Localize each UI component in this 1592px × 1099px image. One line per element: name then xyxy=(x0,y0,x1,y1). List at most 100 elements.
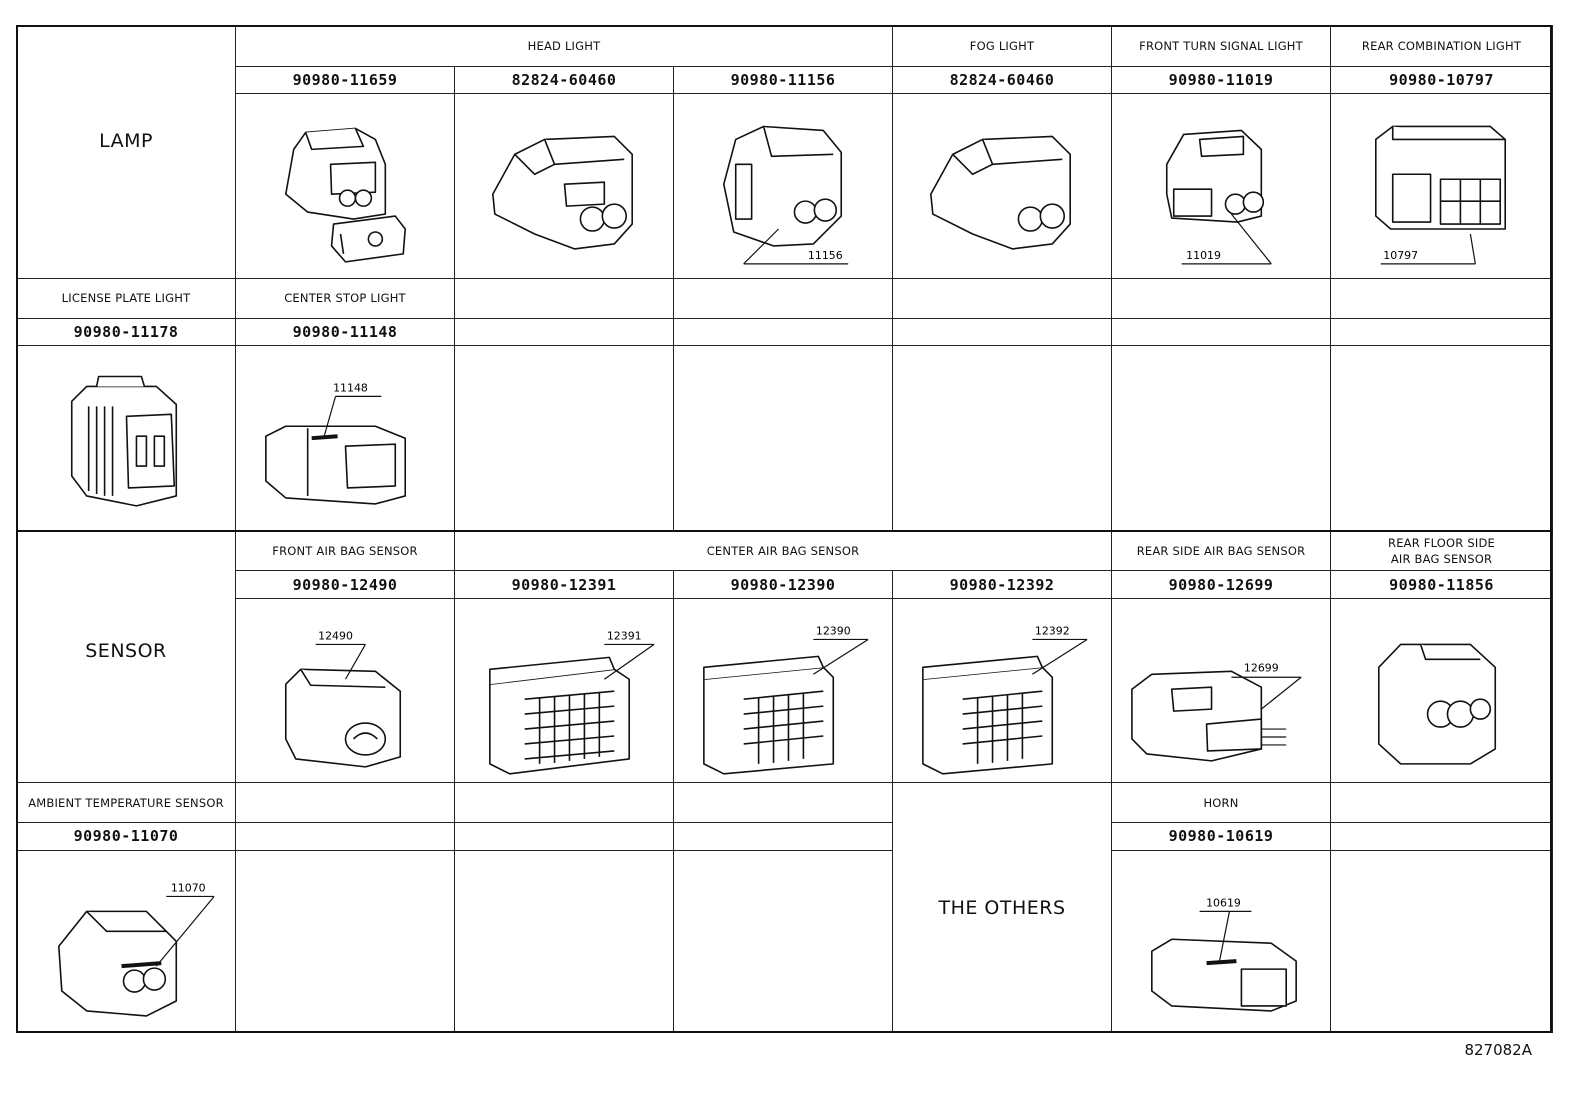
connector-multipin-rear-combo-icon: 10797 xyxy=(1375,126,1507,265)
empty-cell xyxy=(454,782,674,824)
connector-2pin-latch-icon xyxy=(284,128,407,264)
callout-label: 12391 xyxy=(607,629,642,642)
connector-2pin-headlight-alt-icon: 11156 xyxy=(722,126,849,265)
connector-table: LAMP HEAD LIGHT FOG LIGHT FRONT TURN SIG… xyxy=(16,24,1553,1033)
part-number: 82824-60460 xyxy=(454,66,674,95)
empty-cell xyxy=(1111,277,1331,320)
connector-4pin-license-icon xyxy=(70,375,178,507)
connector-drawing: 12490 xyxy=(235,597,455,784)
connector-drawing xyxy=(1330,597,1553,784)
empty-cell xyxy=(1330,318,1553,347)
empty-cell xyxy=(235,782,455,824)
connector-airbag-front-icon: 12490 xyxy=(284,629,402,768)
empty-cell xyxy=(892,277,1112,320)
empty-cell xyxy=(454,822,674,851)
part-number: 90980-11178 xyxy=(16,318,236,347)
part-number: 90980-11019 xyxy=(1111,66,1331,95)
category-sensor: SENSOR xyxy=(16,530,236,784)
part-number: 90980-12392 xyxy=(892,570,1112,599)
connector-rear-side-airbag-icon: 12699 xyxy=(1131,661,1302,762)
empty-cell xyxy=(1330,345,1553,532)
label-front-turn-signal-light: FRONT TURN SIGNAL LIGHT xyxy=(1111,24,1331,68)
category-lamp: LAMP xyxy=(16,25,236,279)
callout-label: 11070 xyxy=(171,881,206,894)
label-center-stop-light: CENTER STOP LIGHT xyxy=(235,277,455,320)
callout-label: 12699 xyxy=(1244,661,1279,674)
connector-drawing xyxy=(454,93,674,279)
empty-cell xyxy=(454,277,674,320)
empty-cell xyxy=(892,345,1112,532)
label-head-light: HEAD LIGHT xyxy=(235,24,893,68)
label-horn: HORN xyxy=(1111,782,1331,824)
callout-label: 11148 xyxy=(333,382,368,395)
label-ambient-temperature-sensor: AMBIENT TEMPERATURE SENSOR xyxy=(16,782,236,824)
part-number: 90980-10619 xyxy=(1111,822,1331,851)
empty-cell xyxy=(1330,277,1553,320)
empty-cell xyxy=(1330,782,1553,824)
empty-cell xyxy=(1330,822,1553,851)
connector-drawing: 11156 xyxy=(673,93,893,279)
empty-cell xyxy=(454,318,674,347)
empty-cell xyxy=(673,345,893,532)
label-rear-combination-light: REAR COMBINATION LIGHT xyxy=(1330,24,1553,68)
empty-cell xyxy=(673,849,893,1033)
connector-drawing: 11019 xyxy=(1111,93,1331,279)
part-number: 90980-11856 xyxy=(1330,570,1553,599)
empty-cell xyxy=(673,782,893,824)
empty-cell xyxy=(673,822,893,851)
label-line: REAR FLOOR SIDE xyxy=(1388,536,1495,551)
connector-drawing: 10797 xyxy=(1330,93,1553,279)
part-number: 90980-11070 xyxy=(16,822,236,851)
empty-cell xyxy=(235,849,455,1033)
empty-cell xyxy=(673,277,893,320)
connector-drawing: 12391 xyxy=(454,597,674,784)
connector-multipin-center-airbag-third-icon: 12392 xyxy=(922,624,1088,775)
label-rear-side-air-bag-sensor: REAR SIDE AIR BAG SENSOR xyxy=(1111,530,1331,572)
connector-2pin-turn-signal-icon: 11019 xyxy=(1165,130,1272,265)
connector-multipin-center-airbag-icon: 12391 xyxy=(489,629,655,775)
connector-drawing: 12699 xyxy=(1111,597,1331,784)
connector-2pin-ambient-icon: 11070 xyxy=(58,881,215,1017)
category-the-others-label: THE OTHERS xyxy=(938,896,1066,919)
connector-2pin-foglight-icon xyxy=(930,136,1071,251)
callout-label: 12390 xyxy=(816,624,851,637)
connector-drawing xyxy=(235,93,455,279)
part-number: 90980-12391 xyxy=(454,570,674,599)
category-the-others: THE OTHERS xyxy=(892,782,1112,1033)
connector-drawing: 11148 xyxy=(235,345,455,532)
part-number: 90980-11148 xyxy=(235,318,455,347)
connector-multipin-center-airbag-alt-icon: 12390 xyxy=(703,624,869,775)
part-number: 90980-11659 xyxy=(235,66,455,95)
empty-cell xyxy=(454,345,674,532)
part-number: 90980-12490 xyxy=(235,570,455,599)
part-number: 90980-11156 xyxy=(673,66,893,95)
empty-cell xyxy=(1111,345,1331,532)
category-sensor-label: SENSOR xyxy=(85,639,167,662)
empty-cell xyxy=(454,849,674,1033)
callout-label: 10619 xyxy=(1206,896,1241,909)
empty-cell xyxy=(235,822,455,851)
empty-cell xyxy=(892,318,1112,347)
connector-chart: LAMP HEAD LIGHT FOG LIGHT FRONT TURN SIG… xyxy=(16,24,1553,1033)
label-license-plate-light: LICENSE PLATE LIGHT xyxy=(16,277,236,320)
part-number: 90980-12390 xyxy=(673,570,893,599)
connector-2pin-headlight-icon xyxy=(492,136,633,251)
callout-label: 12490 xyxy=(318,629,353,642)
connector-2pin-stop-light-icon: 11148 xyxy=(265,382,407,505)
connector-drawing xyxy=(16,345,236,532)
empty-cell xyxy=(1330,849,1553,1033)
empty-cell xyxy=(673,318,893,347)
part-number: 82824-60460 xyxy=(892,66,1112,95)
connector-drawing: 12392 xyxy=(892,597,1112,784)
callout-label: 11019 xyxy=(1186,249,1221,262)
label-line: AIR BAG SENSOR xyxy=(1390,552,1493,567)
part-number: 90980-12699 xyxy=(1111,570,1331,599)
label-fog-light: FOG LIGHT xyxy=(892,24,1112,68)
connector-2pin-horn-icon: 10619 xyxy=(1151,896,1297,1012)
label-rear-floor-side-air-bag-sensor: REAR FLOOR SIDE AIR BAG SENSOR xyxy=(1330,530,1553,572)
connector-drawing: 10619 xyxy=(1111,849,1331,1033)
label-front-air-bag-sensor: FRONT AIR BAG SENSOR xyxy=(235,530,455,572)
connector-drawing: 12390 xyxy=(673,597,893,784)
connector-drawing: 11070 xyxy=(16,849,236,1033)
part-number: 90980-10797 xyxy=(1330,66,1553,95)
